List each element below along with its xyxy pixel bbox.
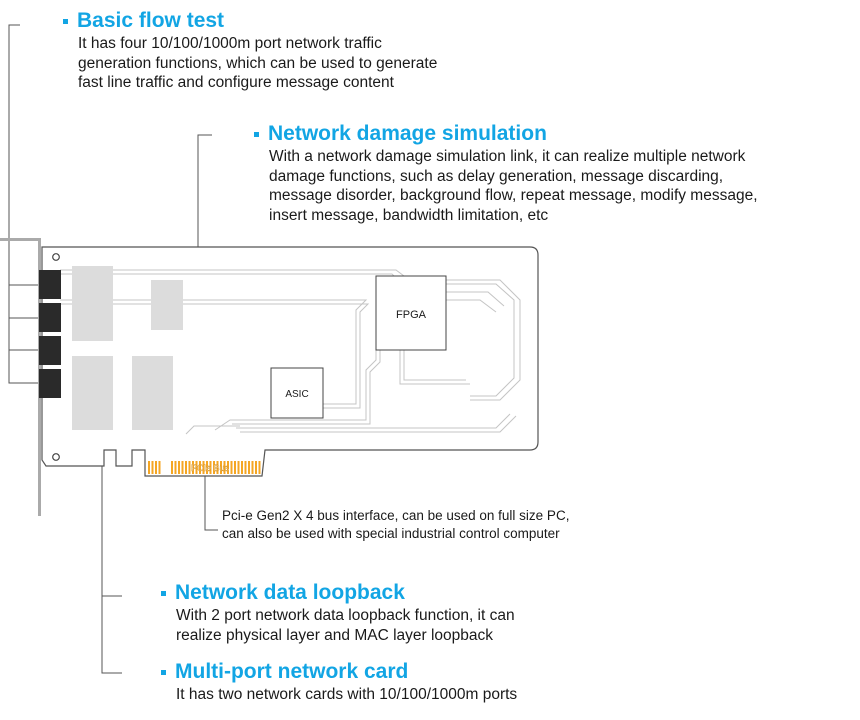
desc-line: message disorder, background flow, repea…: [269, 187, 758, 204]
fpga-label: FPGA: [396, 309, 427, 321]
desc-line: It has two network cards with 10/100/100…: [176, 686, 518, 703]
callout-loopback: Network data loopback With 2 port networ…: [161, 580, 515, 645]
bullet-icon: [63, 18, 68, 24]
desc-line: can also be used with special industrial…: [222, 526, 560, 541]
pcie-bus-label: PCIe Bus: [191, 463, 230, 473]
desc-line: fast line traffic and configure message …: [78, 74, 394, 91]
desc-line: Pci-e Gen2 X 4 bus interface, can be use…: [222, 508, 570, 523]
multiport-title-text: Multi-port network card: [175, 660, 409, 683]
callout-damage-sim-desc: With a network damage simulation link, i…: [269, 147, 758, 225]
rj45-ports: [39, 270, 61, 398]
desc-line: realize physical layer and MAC layer loo…: [176, 626, 494, 644]
callout-multiport-desc: It has two network cards with 10/100/100…: [176, 685, 517, 705]
desc-line: It has four 10/100/1000m port network tr…: [78, 35, 382, 52]
callout-basic-flow-title: Basic flow test: [63, 8, 437, 34]
callout-damage-sim-title: Network damage simulation: [254, 121, 758, 147]
bullet-icon: [161, 669, 166, 675]
callout-loopback-desc: With 2 port network data loopback functi…: [176, 606, 515, 645]
bullet-icon: [254, 131, 259, 137]
rj45-port-1: [39, 270, 61, 299]
pcb-components: [72, 266, 183, 430]
desc-line: With a network damage simulation link, i…: [269, 148, 746, 165]
leader-basic-flow: [8, 24, 40, 384]
leader-multiport: [101, 596, 122, 674]
phy-chip-1: [72, 266, 113, 341]
bullet-icon: [161, 590, 166, 596]
callout-loopback-title: Network data loopback: [161, 580, 515, 606]
callout-multiport-title: Multi-port network card: [161, 659, 517, 685]
callout-pcie-desc: Pci-e Gen2 X 4 bus interface, can be use…: [222, 507, 569, 543]
rj45-port-4: [39, 369, 61, 398]
mounting-bracket: [0, 238, 41, 516]
rj45-port-3: [39, 336, 61, 365]
mounting-hole-bottom: [52, 453, 60, 461]
mounting-hole-top: [52, 253, 60, 261]
callout-pcie: Pci-e Gen2 X 4 bus interface, can be use…: [222, 507, 569, 543]
callout-basic-flow-desc: It has four 10/100/1000m port network tr…: [78, 34, 437, 93]
callout-damage-sim: Network damage simulation With a network…: [254, 121, 758, 225]
phy-chip-2: [151, 280, 183, 330]
desc-line: insert message, bandwidth limitation, et…: [269, 206, 549, 224]
leader-pcie: [204, 472, 218, 531]
asic-chip: [270, 367, 324, 419]
desc-line: damage functions, such as delay generati…: [269, 167, 724, 185]
phy-chip-3: [72, 356, 113, 430]
basic-flow-title-text: Basic flow test: [77, 9, 225, 32]
asic-label: ASIC: [285, 389, 308, 400]
desc-line: With 2 port network data loopback functi…: [176, 607, 515, 624]
callout-basic-flow: Basic flow test It has four 10/100/1000m…: [63, 8, 437, 93]
phy-chip-4: [132, 356, 173, 430]
loopback-title-text: Network data loopback: [175, 581, 405, 604]
damage-sim-title-text: Network damage simulation: [268, 122, 547, 145]
rj45-port-2: [39, 303, 61, 332]
fpga-chip: [375, 275, 447, 351]
pcb-board-outline: [41, 246, 539, 477]
pcie-gold-fingers: [148, 461, 261, 474]
desc-line: generation functions, which can be used …: [78, 54, 438, 72]
callout-multiport: Multi-port network card It has two netwo…: [161, 659, 517, 705]
